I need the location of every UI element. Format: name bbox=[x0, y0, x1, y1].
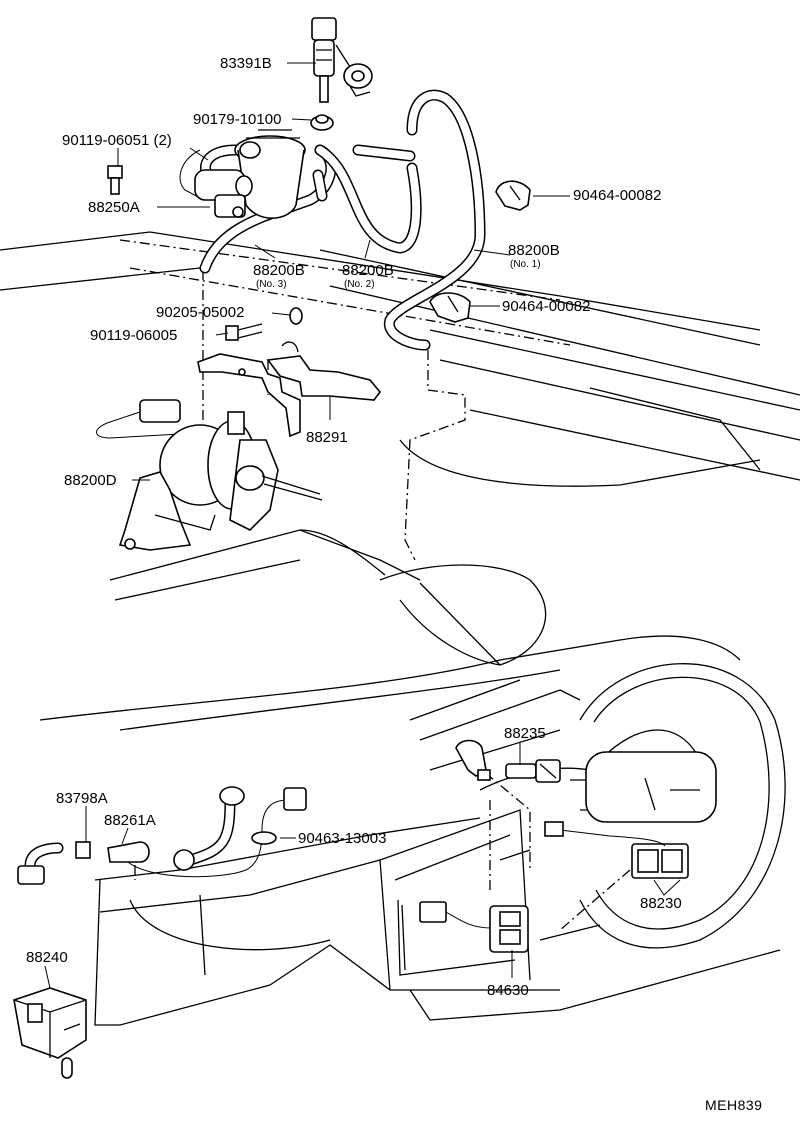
label-88200B-no1-sub: (No. 1) bbox=[510, 259, 541, 270]
label-90464-00082-upper: 90464-00082 bbox=[573, 187, 661, 204]
label-88250A: 88250A bbox=[88, 199, 140, 216]
harness-parts bbox=[17, 786, 307, 885]
clamp-90464b-part bbox=[429, 292, 471, 323]
label-88291: 88291 bbox=[306, 429, 348, 446]
steering-wheel-part bbox=[544, 663, 786, 949]
label-88230: 88230 bbox=[640, 895, 682, 912]
label-83798A: 83798A bbox=[56, 790, 108, 807]
label-90119-06051: 90119-06051 (2) bbox=[62, 132, 172, 149]
actuator-88200D-part bbox=[96, 399, 323, 551]
label-84630: 84630 bbox=[487, 982, 529, 999]
label-90119-06005: 90119-06005 bbox=[90, 327, 177, 344]
switch-88235-part bbox=[455, 739, 561, 783]
clamp-90464a-part bbox=[495, 180, 531, 211]
bolt-90119a-part bbox=[107, 165, 123, 195]
label-88200B-no3: 88200B bbox=[253, 262, 305, 279]
part-labels: 83391B 90179-10100 90119-06051 (2) 88250… bbox=[26, 55, 762, 1113]
bracket-88291-part bbox=[197, 341, 382, 438]
label-leaders bbox=[44, 62, 681, 989]
label-88200B-no2: 88200B bbox=[342, 262, 394, 279]
actuator-88250A-part bbox=[179, 129, 306, 219]
label-88200D: 88200D bbox=[64, 472, 117, 489]
label-88200B-no2-sub: (No. 2) bbox=[344, 279, 375, 290]
washer-90205-part bbox=[289, 307, 303, 325]
vsv-83391B-part bbox=[311, 17, 373, 103]
vacuum-hoses bbox=[199, 89, 486, 351]
body-outline bbox=[0, 231, 800, 1026]
label-90205-05002: 90205-05002 bbox=[156, 304, 244, 321]
label-88240: 88240 bbox=[26, 949, 68, 966]
label-90463-13003: 90463-13003 bbox=[298, 830, 386, 847]
relay-88240-part bbox=[13, 987, 87, 1079]
label-88200B-no3-sub: (No. 3) bbox=[256, 279, 287, 290]
label-83391B: 83391B bbox=[220, 55, 272, 72]
label-90179-10100: 90179-10100 bbox=[193, 111, 281, 128]
grommet-90179-part bbox=[310, 114, 334, 131]
figure-code: MEH839 bbox=[705, 1097, 762, 1113]
label-88235: 88235 bbox=[504, 725, 546, 742]
label-88261A: 88261A bbox=[104, 812, 156, 829]
label-90464-00082-lower: 90464-00082 bbox=[502, 298, 590, 315]
label-88200B-no1: 88200B bbox=[508, 242, 560, 259]
switch-84630-part bbox=[419, 901, 529, 953]
bolt-90119b-part bbox=[225, 323, 263, 341]
